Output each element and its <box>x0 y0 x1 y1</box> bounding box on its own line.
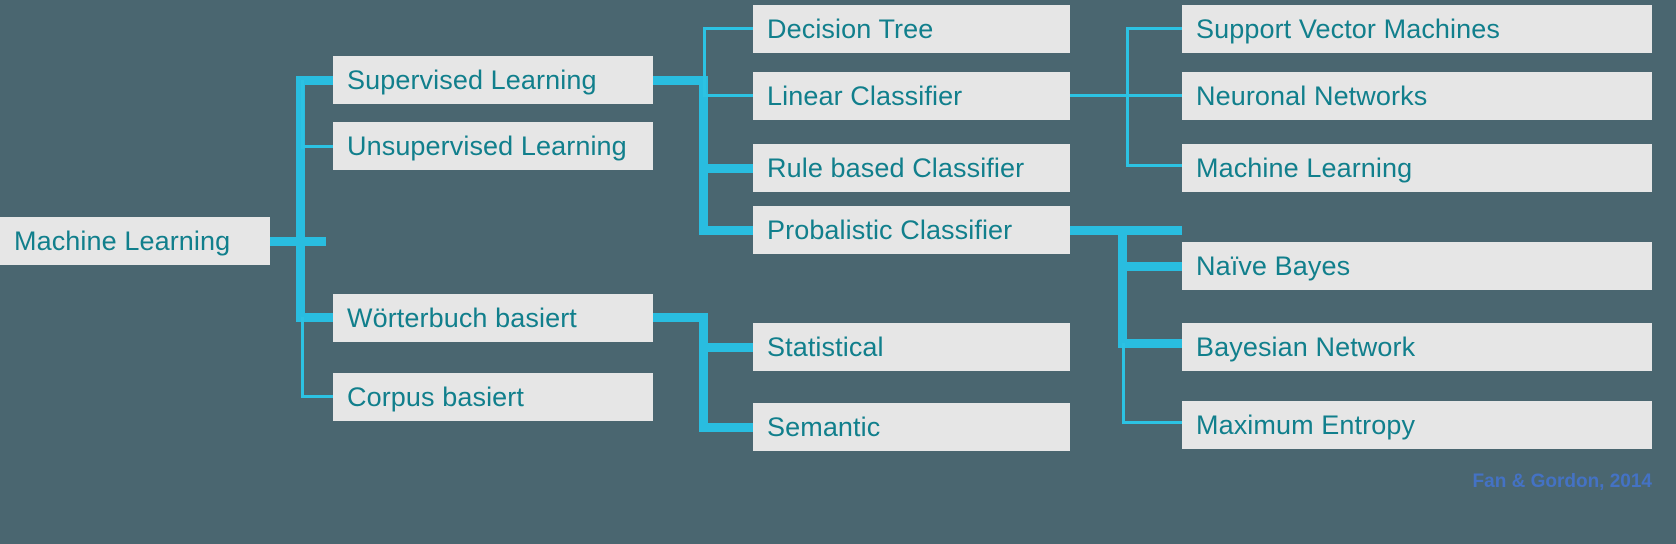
connector-col2-lower-vertical <box>699 313 708 432</box>
connector-col2-vertical-thin-up <box>703 27 706 80</box>
connector-supervised-to-col2 <box>653 76 708 85</box>
node-unsupervised-learning[interactable]: Unsupervised Learning <box>333 122 653 170</box>
node-naive-bayes[interactable]: Naïve Bayes <box>1182 242 1652 290</box>
connector-col3-bottom-vertical-thin <box>1122 343 1125 423</box>
connector-col2-vertical-thick <box>699 76 708 235</box>
node-machine-learning-root[interactable]: Machine Learning <box>0 217 270 265</box>
node-neuronal-networks[interactable]: Neuronal Networks <box>1182 72 1652 120</box>
node-probalistic-classifier[interactable]: Probalistic Classifier <box>753 206 1070 254</box>
connector-to-maximum-entropy <box>1122 421 1184 424</box>
connector-to-corpus <box>301 395 337 398</box>
connector-trunk-to-supervised <box>296 76 340 85</box>
node-statistical[interactable]: Statistical <box>753 323 1070 371</box>
node-woerterbuch-basiert[interactable]: Wörterbuch basiert <box>333 294 653 342</box>
connector-col3-bottom-vertical-thick <box>1118 226 1127 348</box>
node-bayesian-network[interactable]: Bayesian Network <box>1182 323 1652 371</box>
node-corpus-basiert[interactable]: Corpus basiert <box>333 373 653 421</box>
source-credit: Fan & Gordon, 2014 <box>1472 471 1652 492</box>
connector-to-naive-bayes <box>1118 262 1184 271</box>
connector-trunk-to-woerterbuch <box>296 313 340 322</box>
connector-to-unsupervised <box>301 145 337 148</box>
connector-to-machine-learning-leaf <box>1126 164 1184 167</box>
connector-col3-top-vertical <box>1126 27 1129 167</box>
node-semantic[interactable]: Semantic <box>753 403 1070 451</box>
node-decision-tree[interactable]: Decision Tree <box>753 5 1070 53</box>
node-maximum-entropy[interactable]: Maximum Entropy <box>1182 401 1652 449</box>
connector-supervised-stub-vertical <box>301 80 304 149</box>
connector-woerterbuch-to-col2 <box>653 313 708 322</box>
connector-to-linear-classifier <box>703 94 755 97</box>
connector-to-decision-tree <box>703 27 755 30</box>
connector-trunk-vertical <box>296 76 305 322</box>
node-supervised-learning[interactable]: Supervised Learning <box>333 56 653 104</box>
connector-to-statistical <box>699 343 757 352</box>
connector-to-support-vector-machines <box>1126 27 1184 30</box>
node-support-vector-machines[interactable]: Support Vector Machines <box>1182 5 1652 53</box>
node-linear-classifier[interactable]: Linear Classifier <box>753 72 1070 120</box>
connector-woerterbuch-stub-vertical <box>301 317 304 397</box>
connector-col2-vertical-thin-down <box>703 80 706 97</box>
node-machine-learning-leaf[interactable]: Machine Learning <box>1182 144 1652 192</box>
connector-to-probalistic <box>699 226 757 235</box>
connector-to-semantic <box>699 423 757 432</box>
node-rule-based-classifier[interactable]: Rule based Classifier <box>753 144 1070 192</box>
connector-to-rule-based <box>699 164 757 173</box>
connector-to-bayesian-network <box>1118 339 1184 348</box>
